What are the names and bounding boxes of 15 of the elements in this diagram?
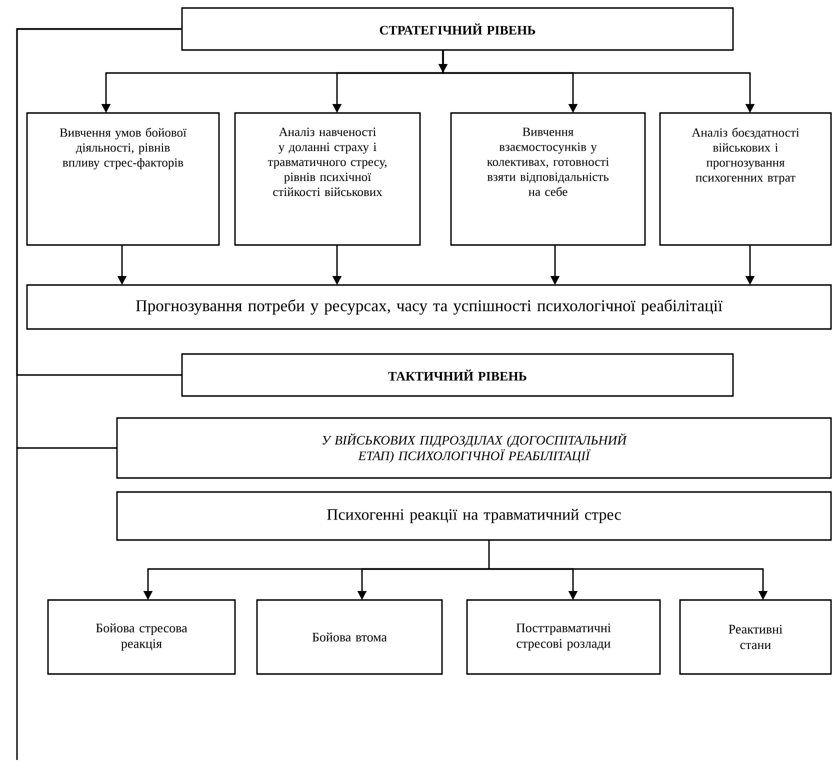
stage-box: У ВІЙСЬКОВИХ ПІДРОЗДІЛАХ (ДОГОСПІТАЛЬНИЙ ЕТАП) ПСИХОЛОГІЧНОЇ РЕАБІЛІТАЦІЇ (116, 417, 832, 479)
level-box: СТРАТЕГІЧНИЙ РІВЕНЬ (181, 7, 734, 51)
reaction-type-box: Бойова стресова реакція (47, 599, 236, 675)
forecast-box: Прогнозування потреби у ресурсах, часу та успішності психологічної реабілітації (26, 284, 832, 330)
reaction-type-box: Бойова втома (256, 599, 443, 675)
connector-line (488, 540, 490, 569)
task-box: Аналіз навченості у доланні страху і травматичного стресу, рівнів психічної стійкості військових (234, 112, 421, 246)
connector-line (16, 28, 182, 449)
task-box: Аналіз боєздатності військових і прогнозування психогенних втрат (659, 112, 832, 246)
reaction-box: Психогенні реакції на травматичний стрес (116, 491, 832, 541)
reaction-type-box: Реактивні стани (679, 599, 832, 675)
task-box: Вивчення взаємостосунків у колективах, готовності взяти відповідальність на себе (450, 112, 646, 246)
reaction-type-box: Посттравматичні стресові розлади (466, 599, 661, 675)
level-box: ТАКТИЧНИЙ РІВЕНЬ (181, 353, 734, 397)
task-box: Вивчення умов бойової діяльності, рівнів впливу стрес-факторів (26, 112, 220, 246)
